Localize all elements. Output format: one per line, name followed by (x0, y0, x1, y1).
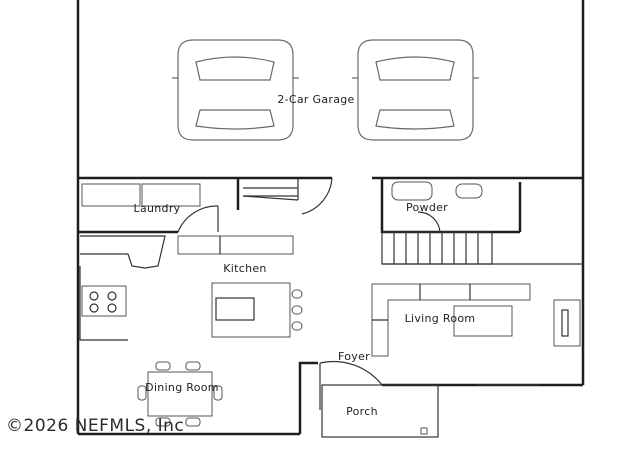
dining-table (147, 371, 213, 417)
laundry-label: Laundry (134, 202, 181, 215)
bar-stool (291, 305, 303, 315)
exterior-walls (76, 0, 585, 436)
living-room (371, 283, 581, 357)
kitchen-counter (177, 235, 294, 255)
foyer-porch (319, 360, 540, 438)
washer (81, 183, 141, 207)
dining-room (137, 361, 223, 427)
porch-post (420, 427, 428, 435)
powder-room (380, 178, 522, 234)
tv-console (553, 299, 581, 347)
dryer (141, 183, 201, 207)
garage-car-left (172, 39, 299, 141)
kitchen (79, 235, 303, 341)
bar-stool (291, 289, 303, 299)
bar-stool (291, 321, 303, 331)
powder-label: Powder (406, 201, 448, 214)
living-room-label: Living Room (405, 312, 476, 325)
laundry-door-swing (177, 205, 219, 233)
toilet (455, 183, 483, 199)
range-stove (81, 285, 127, 317)
sectional-sofa (371, 283, 531, 357)
garage-door-swing (301, 177, 333, 215)
garage-car-right (352, 39, 479, 141)
dining-room-label: Dining Room (145, 381, 219, 394)
porch-label: Porch (346, 405, 378, 418)
vanity (391, 181, 433, 201)
foyer-label: Foyer (338, 350, 370, 363)
kitchen-label: Kitchen (223, 262, 266, 275)
copyright-watermark: ©2026 NEFMLS, Inc (6, 416, 185, 436)
coffee-table (453, 305, 513, 337)
laundry-room (78, 178, 240, 234)
garage-label: 2-Car Garage (277, 93, 354, 106)
kitchen-island (211, 282, 291, 338)
staircase (381, 231, 583, 265)
front-door-swing (319, 360, 383, 410)
hall-closet (242, 177, 333, 215)
